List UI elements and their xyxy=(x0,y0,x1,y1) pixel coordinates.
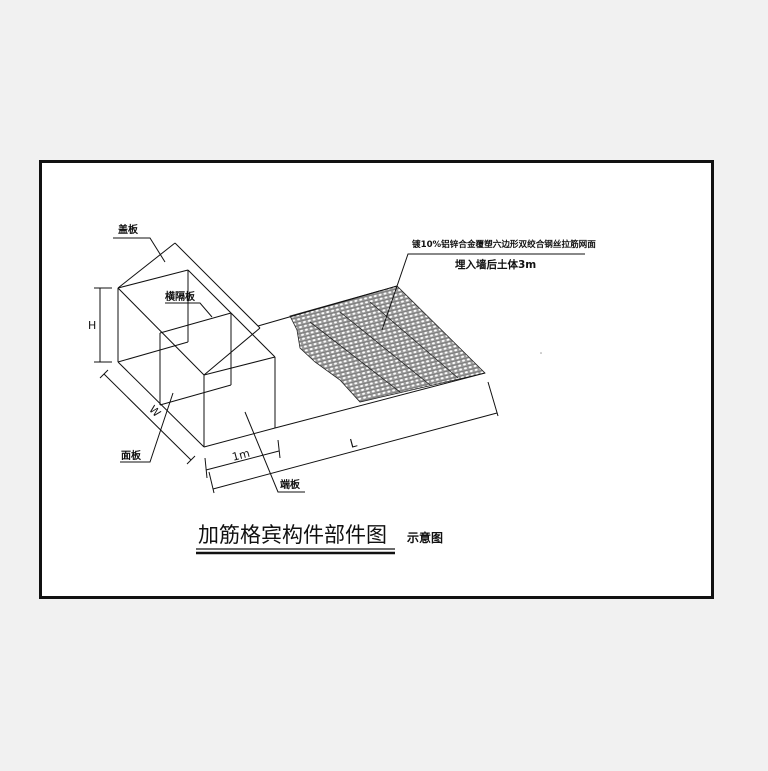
drawing-title: 加筋格宾构件部件图 xyxy=(198,523,387,547)
drawing-subtitle: 示意图 xyxy=(406,530,443,545)
lid-leader xyxy=(113,237,166,263)
partition-label: 横隔板 xyxy=(165,290,196,303)
face-panel-label: 面板 xyxy=(121,449,142,462)
end-panel-leader xyxy=(244,411,305,493)
end-panel-label: 端板 xyxy=(280,478,301,491)
width-label: W xyxy=(146,403,163,420)
unit-length-label: 1m xyxy=(231,447,251,464)
lid-label: 盖板 xyxy=(118,223,139,236)
height-dimension xyxy=(94,287,112,363)
partition-leader xyxy=(165,302,213,318)
band-lower-edge xyxy=(274,372,486,429)
band-upper-edge xyxy=(257,285,398,327)
height-label: H xyxy=(88,319,96,332)
face-panel-leader xyxy=(120,392,174,463)
unit-length-dimension xyxy=(204,439,281,479)
mesh-leader xyxy=(381,253,585,331)
mesh-spec-label: 镀10%铝锌合金覆塑六边形双绞合钢丝拉筋网面 xyxy=(412,238,596,250)
total-length-label: L xyxy=(348,435,358,450)
width-dimension xyxy=(99,369,196,465)
stray-dot xyxy=(540,352,542,354)
gabion-box xyxy=(117,242,276,448)
reinforcement-mesh xyxy=(289,285,486,403)
embed-note-label: 埋入墙后土体3m xyxy=(455,258,536,271)
total-length-dimension xyxy=(208,381,499,494)
